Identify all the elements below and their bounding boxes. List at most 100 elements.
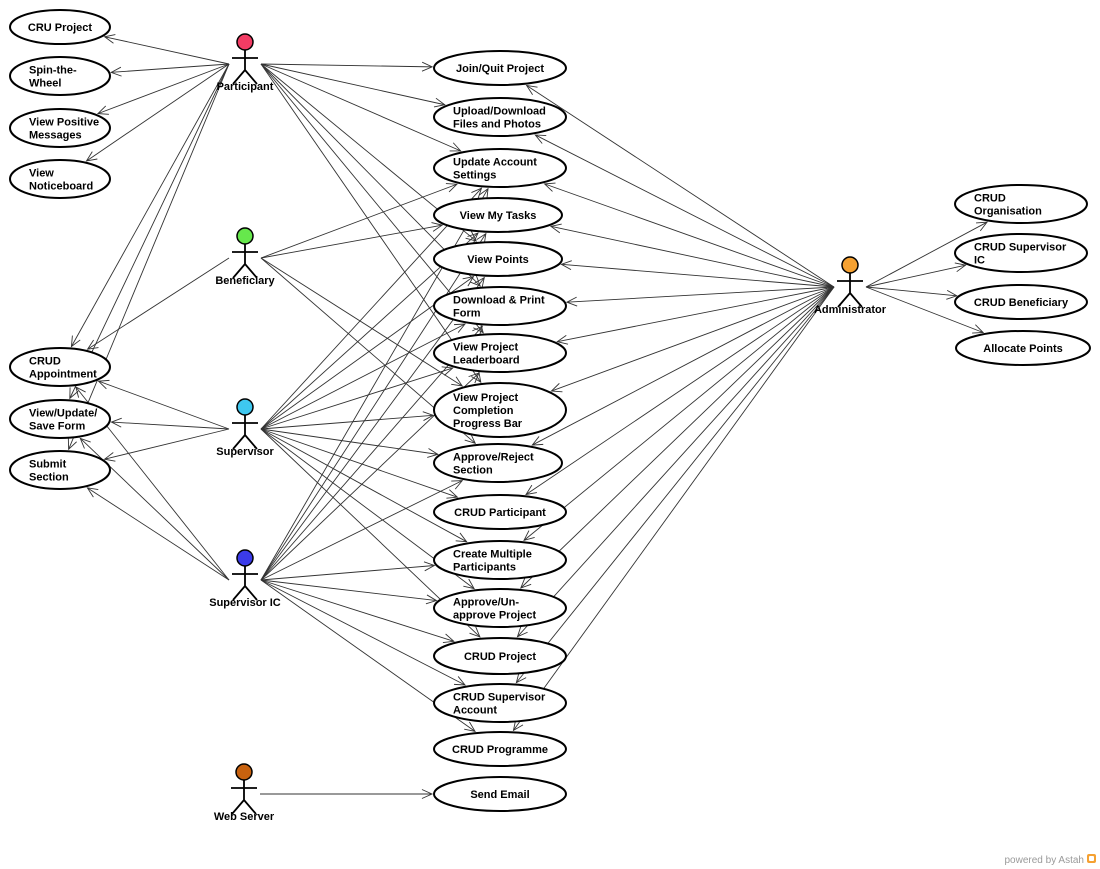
use-case-label: Download & Print: [453, 295, 545, 307]
actor-beneficiary[interactable]: Beneficiary: [215, 227, 276, 287]
use-case-crud-participant[interactable]: CRUD Participant: [433, 494, 567, 530]
use-case-ellipse: [433, 241, 563, 277]
association-supervisor-to-view-completion: [260, 411, 435, 430]
arrowhead-icon: [441, 366, 454, 376]
association-supervisor-ic-to-download-print: [260, 325, 484, 581]
use-case-send-email[interactable]: Send Email: [433, 776, 567, 812]
arrowhead-icon: [512, 719, 524, 732]
association-line: [87, 257, 230, 350]
association-line: [535, 134, 835, 288]
use-case-ellipse: [433, 588, 567, 628]
association-line: [98, 380, 230, 430]
use-case-ellipse: [433, 637, 567, 675]
use-case-ellipse: [954, 233, 1088, 273]
use-case-ellipse: [433, 50, 567, 86]
association-participant-to-upload-download: [260, 63, 446, 108]
association-supervisor-ic-to-view-my-tasks: [260, 232, 487, 581]
association-line: [865, 286, 957, 297]
arrowhead-icon: [560, 260, 572, 270]
use-case-label: Section: [453, 465, 493, 477]
association-administrator-to-view-leaderboard: [556, 286, 835, 345]
arrowhead-icon: [433, 97, 446, 108]
association-line: [260, 63, 484, 333]
use-case-spin-wheel[interactable]: Spin-the-Wheel: [9, 56, 111, 96]
association-line: [260, 63, 445, 106]
association-administrator-to-crud-organisation: [865, 221, 989, 288]
association-administrator-to-crud-project: [516, 286, 835, 638]
association-line: [260, 63, 433, 68]
association-line: [865, 286, 984, 333]
use-case-ellipse: [9, 159, 111, 199]
arrowhead-icon: [946, 289, 958, 300]
use-case-ellipse: [9, 9, 111, 45]
use-case-allocate-points[interactable]: Allocate Points: [955, 330, 1091, 366]
use-case-label: CRUD Project: [464, 651, 536, 663]
association-line: [532, 286, 835, 446]
association-participant-to-spin-wheel: [110, 63, 230, 77]
arrowhead-icon: [478, 187, 489, 200]
actor-label: Participant: [217, 81, 274, 93]
actor-participant[interactable]: Participant: [217, 33, 274, 93]
association-line: [260, 183, 458, 259]
association-line: [104, 428, 230, 460]
actor-web-server[interactable]: Web Server: [214, 763, 275, 823]
arrowhead-icon: [464, 433, 477, 445]
arrowhead-icon: [520, 577, 532, 589]
arrowhead-icon: [472, 325, 484, 337]
actor-administrator[interactable]: Administrator: [814, 256, 887, 316]
association-administrator-to-crud-supervisor-ic: [865, 262, 967, 288]
use-case-view-my-tasks[interactable]: View My Tasks: [433, 197, 563, 233]
use-case-crud-project[interactable]: CRUD Project: [433, 637, 567, 675]
arrowhead-icon: [86, 487, 99, 498]
association-line: [260, 579, 437, 601]
use-case-cru-project[interactable]: CRU Project: [9, 9, 111, 45]
watermark: powered by Astah: [1005, 854, 1096, 866]
association-administrator-to-crud-supervisor-account: [515, 286, 835, 684]
association-supervisor-to-crud-appointment: [97, 379, 230, 430]
actor-supervisor[interactable]: Supervisor: [216, 398, 274, 458]
association-administrator-to-view-points: [560, 260, 835, 288]
association-supervisor-ic-to-create-multiple: [260, 561, 436, 581]
association-line: [260, 224, 443, 259]
association-administrator-to-upload-download: [534, 134, 835, 288]
association-line: [260, 63, 461, 152]
use-case-label: View/Update/: [29, 408, 97, 420]
use-case-approve-unapprove[interactable]: Approve/Un-approve Project: [433, 588, 567, 628]
use-case-crud-beneficiary[interactable]: CRUD Beneficiary: [954, 284, 1088, 320]
association-line: [260, 579, 466, 686]
association-supervisor-to-view-update-save: [110, 417, 230, 430]
use-case-ellipse: [433, 286, 567, 326]
arrowhead-icon: [442, 633, 455, 643]
arrowhead-icon: [516, 626, 528, 638]
association-line: [526, 85, 835, 288]
use-case-label: Submit: [29, 459, 67, 471]
actor-supervisor-ic[interactable]: Supervisor IC: [209, 549, 281, 609]
arrowhead-icon: [423, 561, 436, 572]
arrowhead-icon: [110, 417, 122, 428]
arrowhead-icon: [86, 339, 99, 350]
use-case-view-points[interactable]: View Points: [433, 241, 563, 277]
arrowhead-icon: [103, 452, 116, 462]
use-case-label: Create Multiple: [453, 549, 532, 561]
arrowhead-icon: [431, 222, 444, 232]
use-case-join-quit[interactable]: Join/Quit Project: [433, 50, 567, 86]
use-case-label: CRUD Programme: [452, 744, 548, 756]
use-case-crud-programme[interactable]: CRUD Programme: [433, 731, 567, 767]
use-case-view-update-save[interactable]: View/Update/Save Form: [9, 399, 111, 439]
arrowhead-icon: [449, 142, 462, 152]
association-administrator-to-download-print: [565, 286, 835, 307]
